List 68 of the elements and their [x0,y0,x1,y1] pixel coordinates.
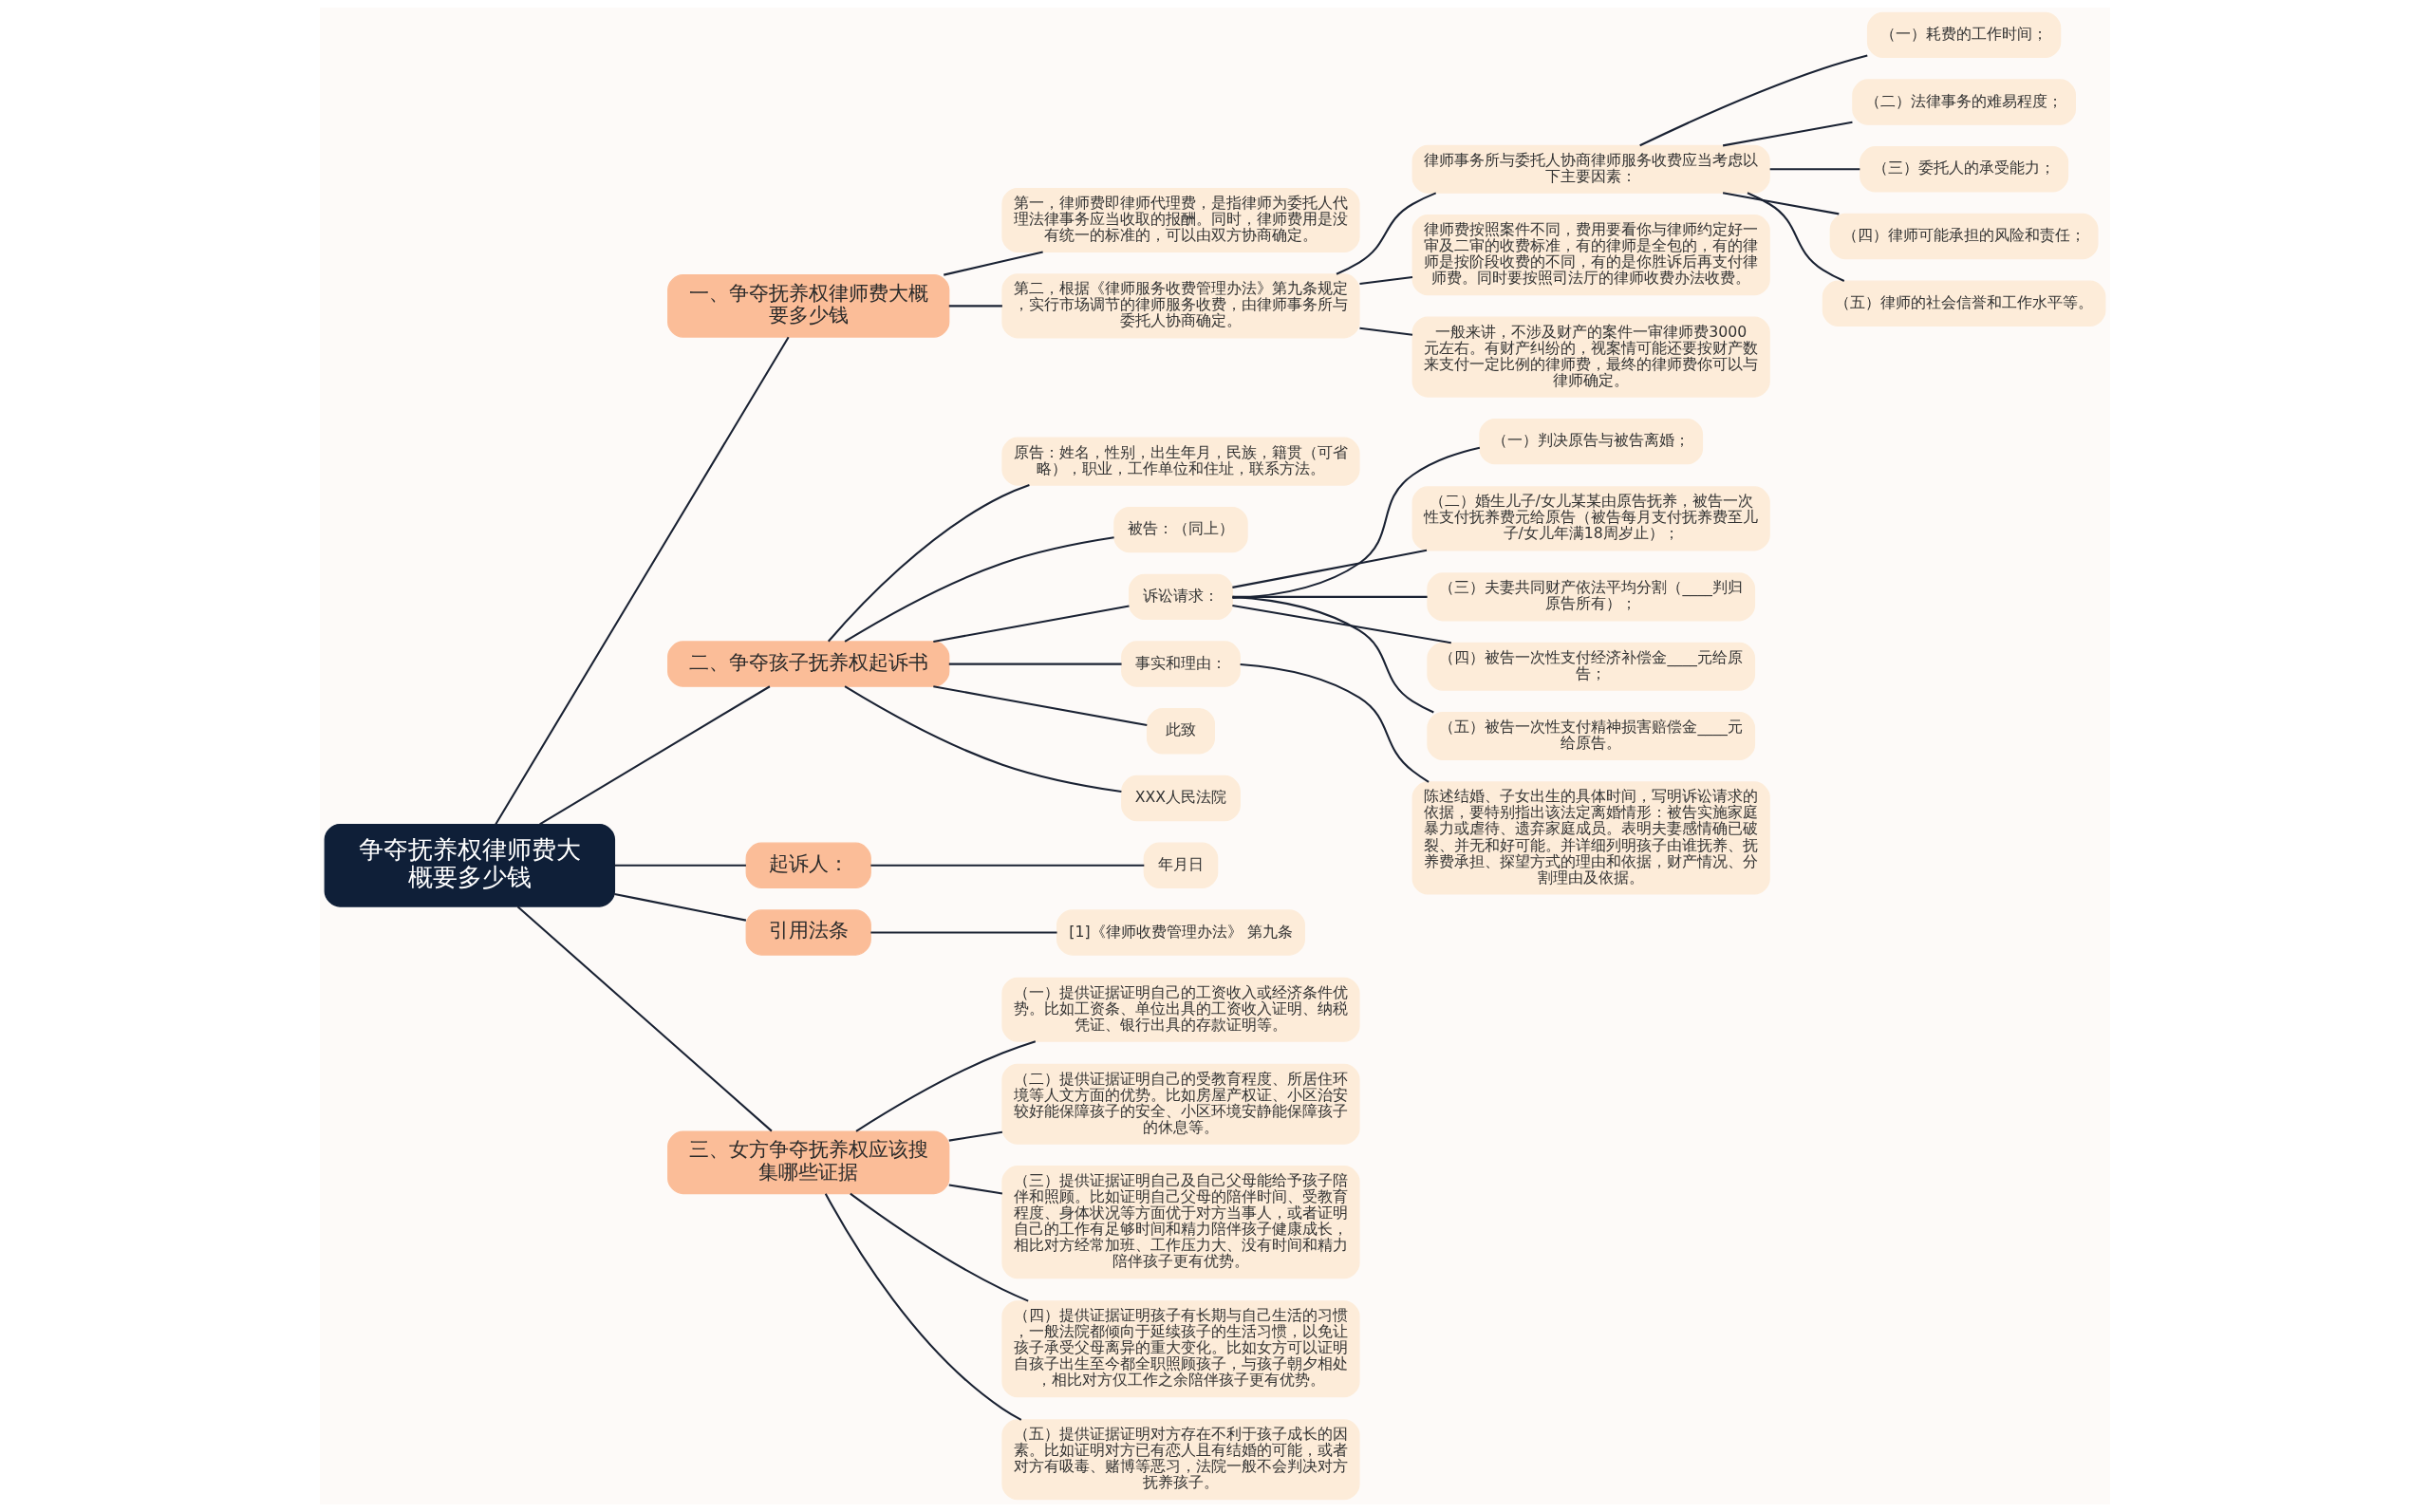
connector [1232,446,1481,600]
connector [855,1040,1037,1132]
connector [1722,121,1853,147]
node-box: 年月日 [1143,842,1219,888]
node-box: 二、争夺孩子抚养权起诉书 [667,641,950,687]
node-box: 起诉人： [745,842,871,888]
node-box: 事实和理由： [1121,641,1241,687]
node-box: （二）法律事务的难易程度； [1852,79,2076,125]
node-box: （五）提供证据证明对方存在不利于孩子成长的因素。比如证明对方已有恋人且有结婚的可能，或者对方有吸毒、赌博等恶习，法院一般不会判决对方抚养孩子。 [1001,1419,1360,1501]
node-box: （四）律师可能承担的风险和责任； [1829,213,2099,260]
connector [516,905,773,1132]
node-box: 律师事务所与委托人协商律师服务收费应当考虑以下主要因素： [1411,144,1770,194]
node-box: （三）提供证据证明自己及自己父母能给予孩子陪伴和照顾。比如证明自己父母的陪伴时间、受教育程度、身体状况等方面优于对方当事人，或者证明自己的工作有足够时间和精力陪伴孩子健康成长，相比对方经常加班、工作压力大、没有时间和精力陪伴孩子更有优势。 [1001,1166,1360,1279]
connector [933,605,1130,643]
connector [1240,663,1430,783]
node-box: 第二，根据《律师服务收费管理办法》第九条规定，实行市场调节的律师服务收费，由律师事务所与委托人协商确定。 [1001,273,1360,339]
node-box: （三）委托人的承受能力； [1860,146,2069,193]
connector [495,336,790,825]
node-box: 律师费按照案件不同，费用要看你与律师约定好一审及二审的收费标准，有的律师是全包的，有的律师是按阶段收费的不同，有的是你胜诉后再支付律师费。同时要按照司法厅的律师收费办法收费。 [1411,215,1770,296]
connector [1336,192,1437,275]
connector [870,864,1145,867]
node-box: （五）律师的社会信誉和工作水平等。 [1822,280,2106,327]
node-box: （四）提供证据证明孩子有长期与自己生活的习惯，一般法院都倾向于延续孩子的生活习惯，以免让孩子承受父母离异的重大变化。比如女方可以证明自孩子出生至今都全职照顾孩子，与孩子朝夕相处，相比对方仅工作之余陪伴孩子更有优势。 [1001,1300,1360,1398]
node-box: （一）耗费的工作时间； [1866,11,2062,59]
node-box: 引用法条 [745,909,871,956]
node-box: 第一，律师费即律师代理费，是指律师为委托人代理法律事务应当收取的报酬。同时，律师费用是没有统一的标准的，可以由双方协商确定。 [1001,187,1360,253]
node-box: （一）提供证据证明自己的工资收入或经济条件优势。比如工资条、单位出具的工资收入证明、纳税凭证、银行出具的存款证明等。 [1001,977,1360,1042]
connector [948,663,1122,665]
node-box: 诉讼请求： [1128,573,1233,621]
node-box: （三）夫妻共同财产依法平均分割（____判归原告所有）； [1427,572,1756,622]
connector [1359,276,1413,286]
node-box: 一、争夺抚养权律师费大概要多少钱 [667,274,950,338]
connector [948,1184,1003,1195]
node-box: 争夺抚养权律师费大概要多少钱 [324,823,616,907]
node-box: （一）判决原告与被告离婚； [1479,418,1704,465]
connector [539,685,771,826]
connector [844,536,1114,643]
connector [1232,595,1434,714]
connector [614,892,747,922]
node-box: 此致 [1146,708,1215,755]
connector [944,251,1043,276]
connector [1769,168,1860,171]
node-box: （二）婚生儿子/女儿某某由原告抚养，被告一次性支付抚养费元给原告（被告每月支付抚养费至儿子/女儿年满18周岁止）； [1411,486,1770,551]
node-box: 三、女方争夺抚养权应该搜集哪些证据 [667,1130,950,1195]
node-box: 一般来讲，不涉及财产的案件一审律师费3000元左右。有财产纠纷的，视案情可能还要按财产数来支付一定比例的律师费，最终的律师费你可以与律师确定。 [1411,316,1770,398]
connector [948,1130,1003,1142]
connector [1232,549,1428,588]
connector [1232,604,1451,644]
connector [1639,54,1868,147]
connector [1359,327,1413,336]
connector [948,305,1002,308]
connector [850,1192,1029,1302]
connector [824,1193,1022,1421]
node-box: XXX人民法院 [1121,775,1241,822]
connector [614,864,746,867]
connector [1747,192,1845,283]
node-box: （四）被告一次性支付经济补偿金____元给原告； [1427,642,1756,691]
connector [827,484,1030,643]
connector [870,931,1057,934]
connector [844,685,1122,793]
connector [1722,192,1840,215]
node-box: （二）提供证据证明自己的受教育程度、所居住环境等人文方面的优势。比如房屋产权证、小区治安较好能保障孩子的安全、小区环境安静能保障孩子的休息等。 [1001,1063,1360,1145]
connector [933,685,1148,727]
node-box: 陈述结婚、子女出生的具体时间，写明诉讼请求的依据，要特别指出该法定离婚情形：被告实施家庭暴力或虐待、遗弃家庭成员。表明夫妻感情确已破裂、并无和好可能。并详细列明孩子由谁抚养、抚养费承担、探望方式的理由和依据，财产情况、分割理由及依据。 [1411,781,1770,895]
node-box: 原告：姓名，性别，出生年月，民族，籍贯（可省略），职业，工作单位和住址，联系方法。 [1001,437,1360,486]
node-box: 被告：（同上） [1113,506,1248,553]
node-box: [1]《律师收费管理办法》 第九条 [1056,909,1305,956]
node-box: （五）被告一次性支付精神损害赔偿金____元给原告。 [1427,712,1756,761]
